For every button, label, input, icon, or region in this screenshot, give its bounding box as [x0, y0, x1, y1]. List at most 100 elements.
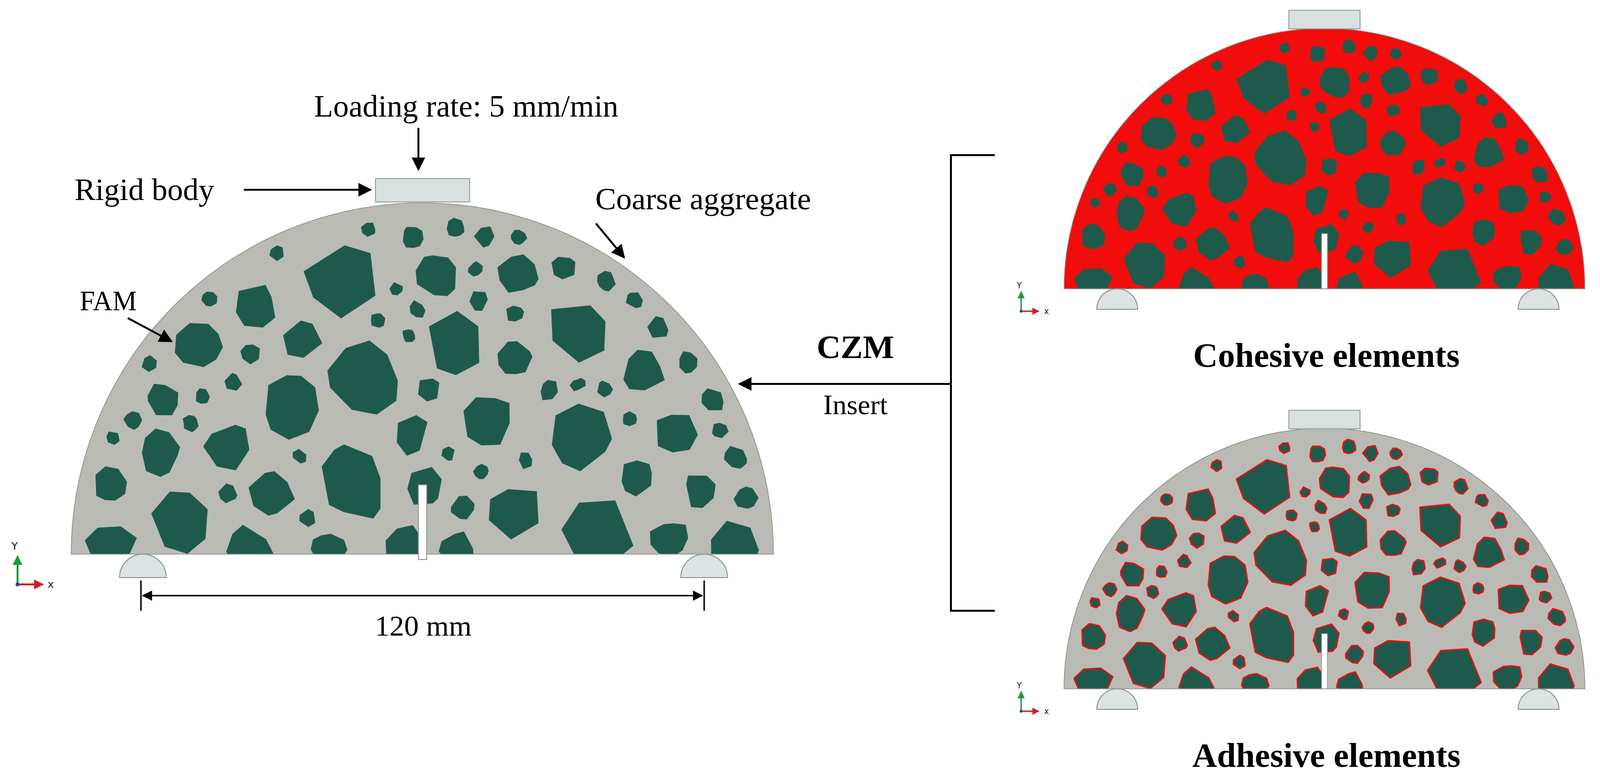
coarse-aggregate	[1241, 273, 1269, 299]
coarse-aggregate	[1473, 536, 1505, 568]
coarse-aggregate	[1236, 459, 1290, 514]
coarse-aggregate	[647, 316, 669, 338]
coarse-aggregate	[1420, 504, 1461, 547]
coarse-aggregate	[1210, 59, 1222, 72]
coarse-aggregate	[1338, 608, 1349, 620]
coarse-aggregate	[292, 448, 307, 464]
coarse-aggregate	[1427, 648, 1482, 697]
coarse-aggregate	[1380, 466, 1411, 495]
coarse-aggregate	[402, 329, 416, 342]
coarse-aggregate	[1358, 71, 1370, 83]
coarse-aggregate	[1319, 467, 1350, 498]
coarse-aggregate	[1420, 104, 1461, 147]
coarse-aggregate	[1345, 645, 1364, 663]
coarse-aggregate	[182, 414, 199, 433]
coarse-aggregate	[1336, 272, 1363, 298]
coarse-aggregate	[1359, 94, 1374, 109]
coarse-aggregate	[1189, 133, 1205, 148]
coarse-aggregate	[1082, 623, 1106, 650]
coarse-aggregate	[1493, 665, 1522, 692]
coarse-aggregate	[1420, 68, 1438, 85]
coarse-aggregate	[446, 217, 465, 237]
coarse-aggregate	[1228, 610, 1239, 622]
coarse-aggregate	[1321, 558, 1338, 576]
coarse-aggregate	[1515, 538, 1529, 555]
specimen-outline	[1064, 428, 1585, 689]
coarse-aggregate	[1210, 459, 1222, 472]
coarse-aggregate	[597, 380, 614, 397]
coarse-aggregate	[438, 531, 475, 566]
coarse-aggregate	[489, 489, 539, 540]
coarse-aggregate	[1321, 158, 1338, 176]
panel-caption: Cohesive elements	[1193, 336, 1460, 375]
coarse-aggregate	[1160, 94, 1173, 105]
leader-arrow	[127, 317, 172, 342]
part-label: Coarse aggregate	[595, 181, 811, 217]
coarse-aggregate	[1362, 445, 1379, 462]
coarse-aggregate	[1355, 572, 1390, 608]
axis-label: Y	[1016, 680, 1022, 691]
coarse-aggregate	[224, 373, 243, 391]
coarse-aggregate	[1241, 673, 1269, 699]
coarse-aggregate	[1515, 138, 1529, 156]
coarse-aggregate	[1221, 115, 1251, 144]
coarse-aggregate	[1373, 640, 1411, 678]
coarse-aggregate	[1309, 521, 1320, 532]
coarse-aggregate	[1531, 565, 1549, 582]
coarse-aggregate	[724, 445, 748, 469]
coarse-aggregate	[467, 261, 483, 277]
coarse-aggregate	[417, 378, 440, 402]
coarse-aggregate	[203, 424, 250, 471]
coarse-aggregate	[1362, 621, 1374, 633]
coarse-aggregate	[621, 460, 652, 497]
coarse-aggregate	[622, 411, 637, 427]
coarse-aggregate	[1102, 582, 1117, 597]
axis-triad	[15, 555, 43, 587]
coarse-aggregate	[1427, 248, 1482, 297]
fam-matrix	[1064, 28, 1585, 289]
coarse-aggregate	[1189, 533, 1205, 548]
coarse-aggregate	[396, 414, 428, 456]
coarse-aggregate	[1329, 108, 1367, 157]
dimension-tick	[703, 580, 706, 611]
support	[1518, 288, 1560, 310]
coarse-aggregate	[1380, 130, 1407, 156]
coarse-aggregate	[310, 533, 348, 568]
coarse-aggregate	[1498, 585, 1529, 613]
coarse-aggregate	[1336, 671, 1363, 698]
coarse-aggregate	[1305, 585, 1329, 616]
coarse-aggregate	[321, 444, 381, 519]
coarse-aggregate	[1254, 130, 1307, 186]
leader-arrow	[243, 188, 371, 191]
coarse-aggregate	[1279, 442, 1290, 454]
coarse-aggregate	[1473, 182, 1484, 195]
coarse-aggregate	[733, 486, 759, 509]
coarse-aggregate	[1233, 255, 1245, 269]
coarse-aggregate	[1309, 121, 1320, 132]
coarse-aggregate	[1475, 94, 1489, 107]
coarse-aggregate	[1358, 471, 1370, 483]
coarse-aggregate	[1177, 154, 1191, 168]
bracket	[949, 609, 995, 612]
coarse-aggregate	[141, 428, 180, 477]
coarse-aggregate	[1491, 512, 1507, 529]
coarse-aggregate	[1228, 210, 1239, 222]
coarse-aggregate	[1221, 515, 1251, 544]
coarse-aggregate	[1472, 619, 1495, 647]
coarse-aggregate	[265, 375, 319, 440]
cohesive-specimen	[1064, 28, 1585, 307]
coarse-aggregate	[1177, 554, 1191, 568]
coarse-aggregate	[1090, 197, 1101, 208]
coarse-aggregate	[1338, 208, 1349, 220]
coarse-aggregate	[1186, 89, 1216, 121]
axis-label: x	[1044, 306, 1049, 317]
coarse-aggregate	[1156, 165, 1167, 178]
coarse-aggregate	[1249, 607, 1294, 663]
coarse-aggregate	[1315, 100, 1327, 114]
coarse-aggregate	[711, 422, 729, 439]
coarse-aggregate	[236, 284, 276, 328]
coarse-aggregate	[1380, 66, 1411, 95]
rigid-body	[1288, 10, 1361, 29]
rigid-body	[375, 178, 470, 202]
